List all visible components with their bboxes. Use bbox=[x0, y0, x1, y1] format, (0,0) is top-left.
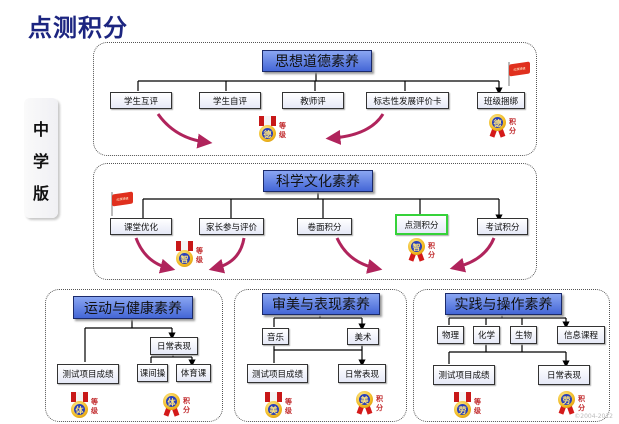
header-practice: 实践与操作素养 bbox=[445, 293, 562, 315]
medal-points-icon: 劳 积分 bbox=[555, 389, 591, 421]
medal-char: 劳 bbox=[457, 404, 468, 415]
item-box: 卷面积分 bbox=[297, 218, 352, 235]
item-box: 标志性发展评价卡 bbox=[366, 92, 449, 109]
medal-char: 德 bbox=[492, 117, 503, 128]
item-box: 信息课程 bbox=[557, 326, 605, 344]
flag-text: 红旗班级 bbox=[509, 61, 530, 77]
item-box: 音乐 bbox=[262, 328, 289, 345]
medal-label: 等级 bbox=[196, 247, 203, 264]
medal-char: 劳 bbox=[561, 394, 572, 405]
medal-label: 积分 bbox=[509, 118, 516, 135]
medal-label: 等级 bbox=[285, 398, 292, 415]
item-box-highlighted: 点测积分 bbox=[395, 214, 448, 235]
page-title: 点测积分 bbox=[28, 14, 128, 42]
medal-points-icon: 美 积分 bbox=[353, 389, 389, 421]
red-flag-icon: 红旗班级 bbox=[507, 61, 531, 86]
item-box: 化学 bbox=[473, 326, 500, 344]
medal-char: 智 bbox=[411, 241, 422, 252]
item-box: 课堂优化 bbox=[110, 218, 172, 235]
medal-grade-icon: 劳 等级 bbox=[451, 392, 487, 424]
medal-grade-icon: 美 等级 bbox=[262, 392, 298, 424]
item-box: 日常表现 bbox=[150, 337, 198, 355]
edition-label: 中 学 版 bbox=[24, 98, 58, 218]
flag-text: 红旗班级 bbox=[112, 191, 133, 207]
item-box: 家长参与评价 bbox=[199, 218, 264, 235]
medal-label: 等级 bbox=[279, 122, 286, 139]
medal-char: 美 bbox=[359, 394, 370, 405]
item-box: 测试项目成绩 bbox=[57, 364, 119, 384]
medal-label: 等级 bbox=[91, 398, 98, 415]
item-box: 物理 bbox=[437, 326, 464, 344]
medal-label: 积分 bbox=[578, 395, 585, 412]
header-sports: 运动与健康素养 bbox=[73, 296, 193, 319]
item-box: 日常表现 bbox=[338, 364, 386, 383]
item-box: 考试积分 bbox=[477, 218, 528, 235]
medal-char: 体 bbox=[74, 404, 85, 415]
medal-points-icon: 德 积分 bbox=[486, 112, 522, 144]
item-box: 课间操 bbox=[137, 364, 168, 382]
item-box: 教师评 bbox=[282, 92, 344, 109]
item-box: 测试项目成绩 bbox=[247, 364, 308, 383]
medal-char: 美 bbox=[268, 404, 279, 415]
medal-grade-icon: 德 等级 bbox=[256, 116, 292, 148]
medal-label: 积分 bbox=[428, 242, 435, 259]
item-box: 学生互评 bbox=[110, 92, 172, 109]
edition-char: 中 bbox=[32, 120, 49, 139]
item-box: 生物 bbox=[510, 326, 537, 344]
medal-points-icon: 体 积分 bbox=[160, 391, 196, 423]
edition-char: 版 bbox=[32, 184, 49, 203]
red-flag-icon: 红旗班级 bbox=[110, 191, 134, 216]
item-box: 美术 bbox=[347, 328, 379, 345]
medal-label: 等级 bbox=[474, 398, 481, 415]
medal-label: 积分 bbox=[376, 395, 383, 412]
item-box: 体育课 bbox=[176, 364, 211, 382]
medal-char: 智 bbox=[179, 253, 190, 264]
medal-grade-icon: 体 等级 bbox=[68, 392, 104, 424]
header-arts: 审美与表现素养 bbox=[262, 293, 380, 315]
item-box: 学生自评 bbox=[199, 92, 261, 109]
header-moral: 思想道德素养 bbox=[262, 50, 372, 72]
item-box: 班级捆绑 bbox=[477, 92, 525, 109]
medal-points-icon: 智 积分 bbox=[405, 236, 441, 268]
medal-grade-icon: 智 等级 bbox=[173, 241, 209, 273]
medal-char: 体 bbox=[166, 396, 177, 407]
medal-label: 积分 bbox=[183, 397, 190, 414]
header-science: 科学文化素养 bbox=[263, 170, 373, 192]
watermark: ©2004-2012 bbox=[574, 413, 613, 420]
item-box: 测试项目成绩 bbox=[433, 365, 495, 385]
curved-arrows bbox=[134, 113, 496, 274]
edition-char: 学 bbox=[32, 152, 49, 171]
item-box: 日常表现 bbox=[538, 365, 590, 385]
medal-char: 德 bbox=[262, 128, 273, 139]
